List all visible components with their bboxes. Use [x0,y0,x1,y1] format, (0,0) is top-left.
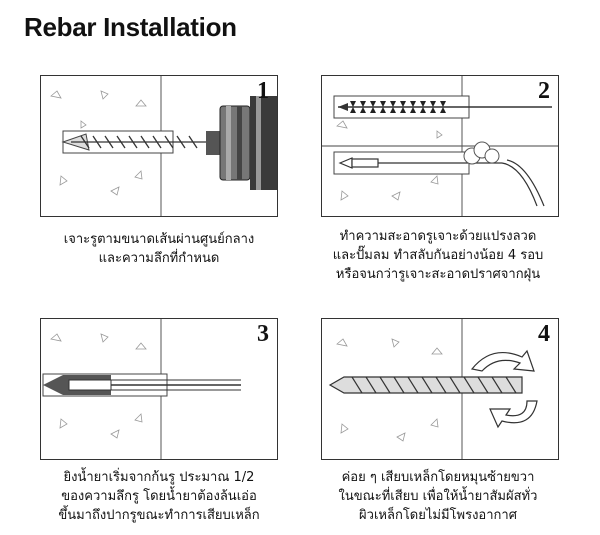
caption-line: ค่อย ๆ เสียบเหล็กโดยหมุนซ้ายขวา [341,470,535,485]
caption-line: ของความลึกรู โดยน้ำยาต้องล้นเอ่อ [61,489,257,504]
insert-rebar-drawing [328,319,538,459]
dust-cloud [463,141,500,165]
caption-line: ยิงน้ำยาเริ่มจากก้นรู ประมาณ 1/2 [63,470,255,485]
caption-line: และปั๊มลม ทำสลับกันอย่างน้อย 4 รอบ [332,248,544,263]
step-3-caption: ยิงน้ำยาเริ่มจากก้นรู ประมาณ 1/2 ของความ… [24,468,294,525]
concrete-texture [50,333,147,439]
step-number: 2 [538,78,550,104]
step-4-illustration: 4 [321,318,559,460]
drill-hole-drawing [41,76,277,216]
rebar [328,376,523,394]
caption-line: ขึ้นมาถึงปากรูขณะทำการเสียบเหล็ก [58,508,260,523]
step-3-illustration: 3 [40,318,278,460]
step-4-caption: ค่อย ๆ เสียบเหล็กโดยหมุนซ้ายขวา ในขณะที่… [303,468,573,525]
step-2-illustration: 2 [321,75,559,217]
mixer-nozzle [68,379,112,391]
step-1-illustration: 1 [40,75,278,217]
rotate-arrows [470,349,538,429]
wire-brush [338,101,552,113]
step-number: 1 [257,78,269,104]
step-1-caption: เจาะรูตามขนาดเส้นผ่านศูนย์กลาง และความลึ… [24,230,294,268]
drill-chuck [206,96,277,190]
concrete-texture [336,338,443,442]
clean-hole-drawing [322,76,558,216]
inject-resin-drawing [42,319,241,459]
step-number: 3 [257,321,269,347]
caption-line: ในขณะที่เสียบ เพื่อให้น้ำยาสัมผัสทั่ว [338,489,538,504]
air-blower [338,157,545,207]
page-title: Rebar Installation [24,12,237,42]
caption-line: หรือจนกว่ารูเจาะสะอาดปราศจากฝุ่น [335,267,541,282]
caption-line: และความลึกที่กำหนด [98,251,220,266]
concrete-texture [336,120,443,201]
step-2-caption: ทำความสะอาดรูเจาะด้วยแปรงลวด และปั๊มลม ท… [303,227,573,284]
step-number: 4 [538,321,550,347]
caption-line: ผิวเหล็กโดยไม่มีโพรงอากาศ [359,508,517,523]
caption-line: เจาะรูตามขนาดเส้นผ่านศูนย์กลาง [63,232,255,247]
caption-line: ทำความสะอาดรูเจาะด้วยแปรงลวด [339,229,537,244]
drill-bit [71,135,211,149]
